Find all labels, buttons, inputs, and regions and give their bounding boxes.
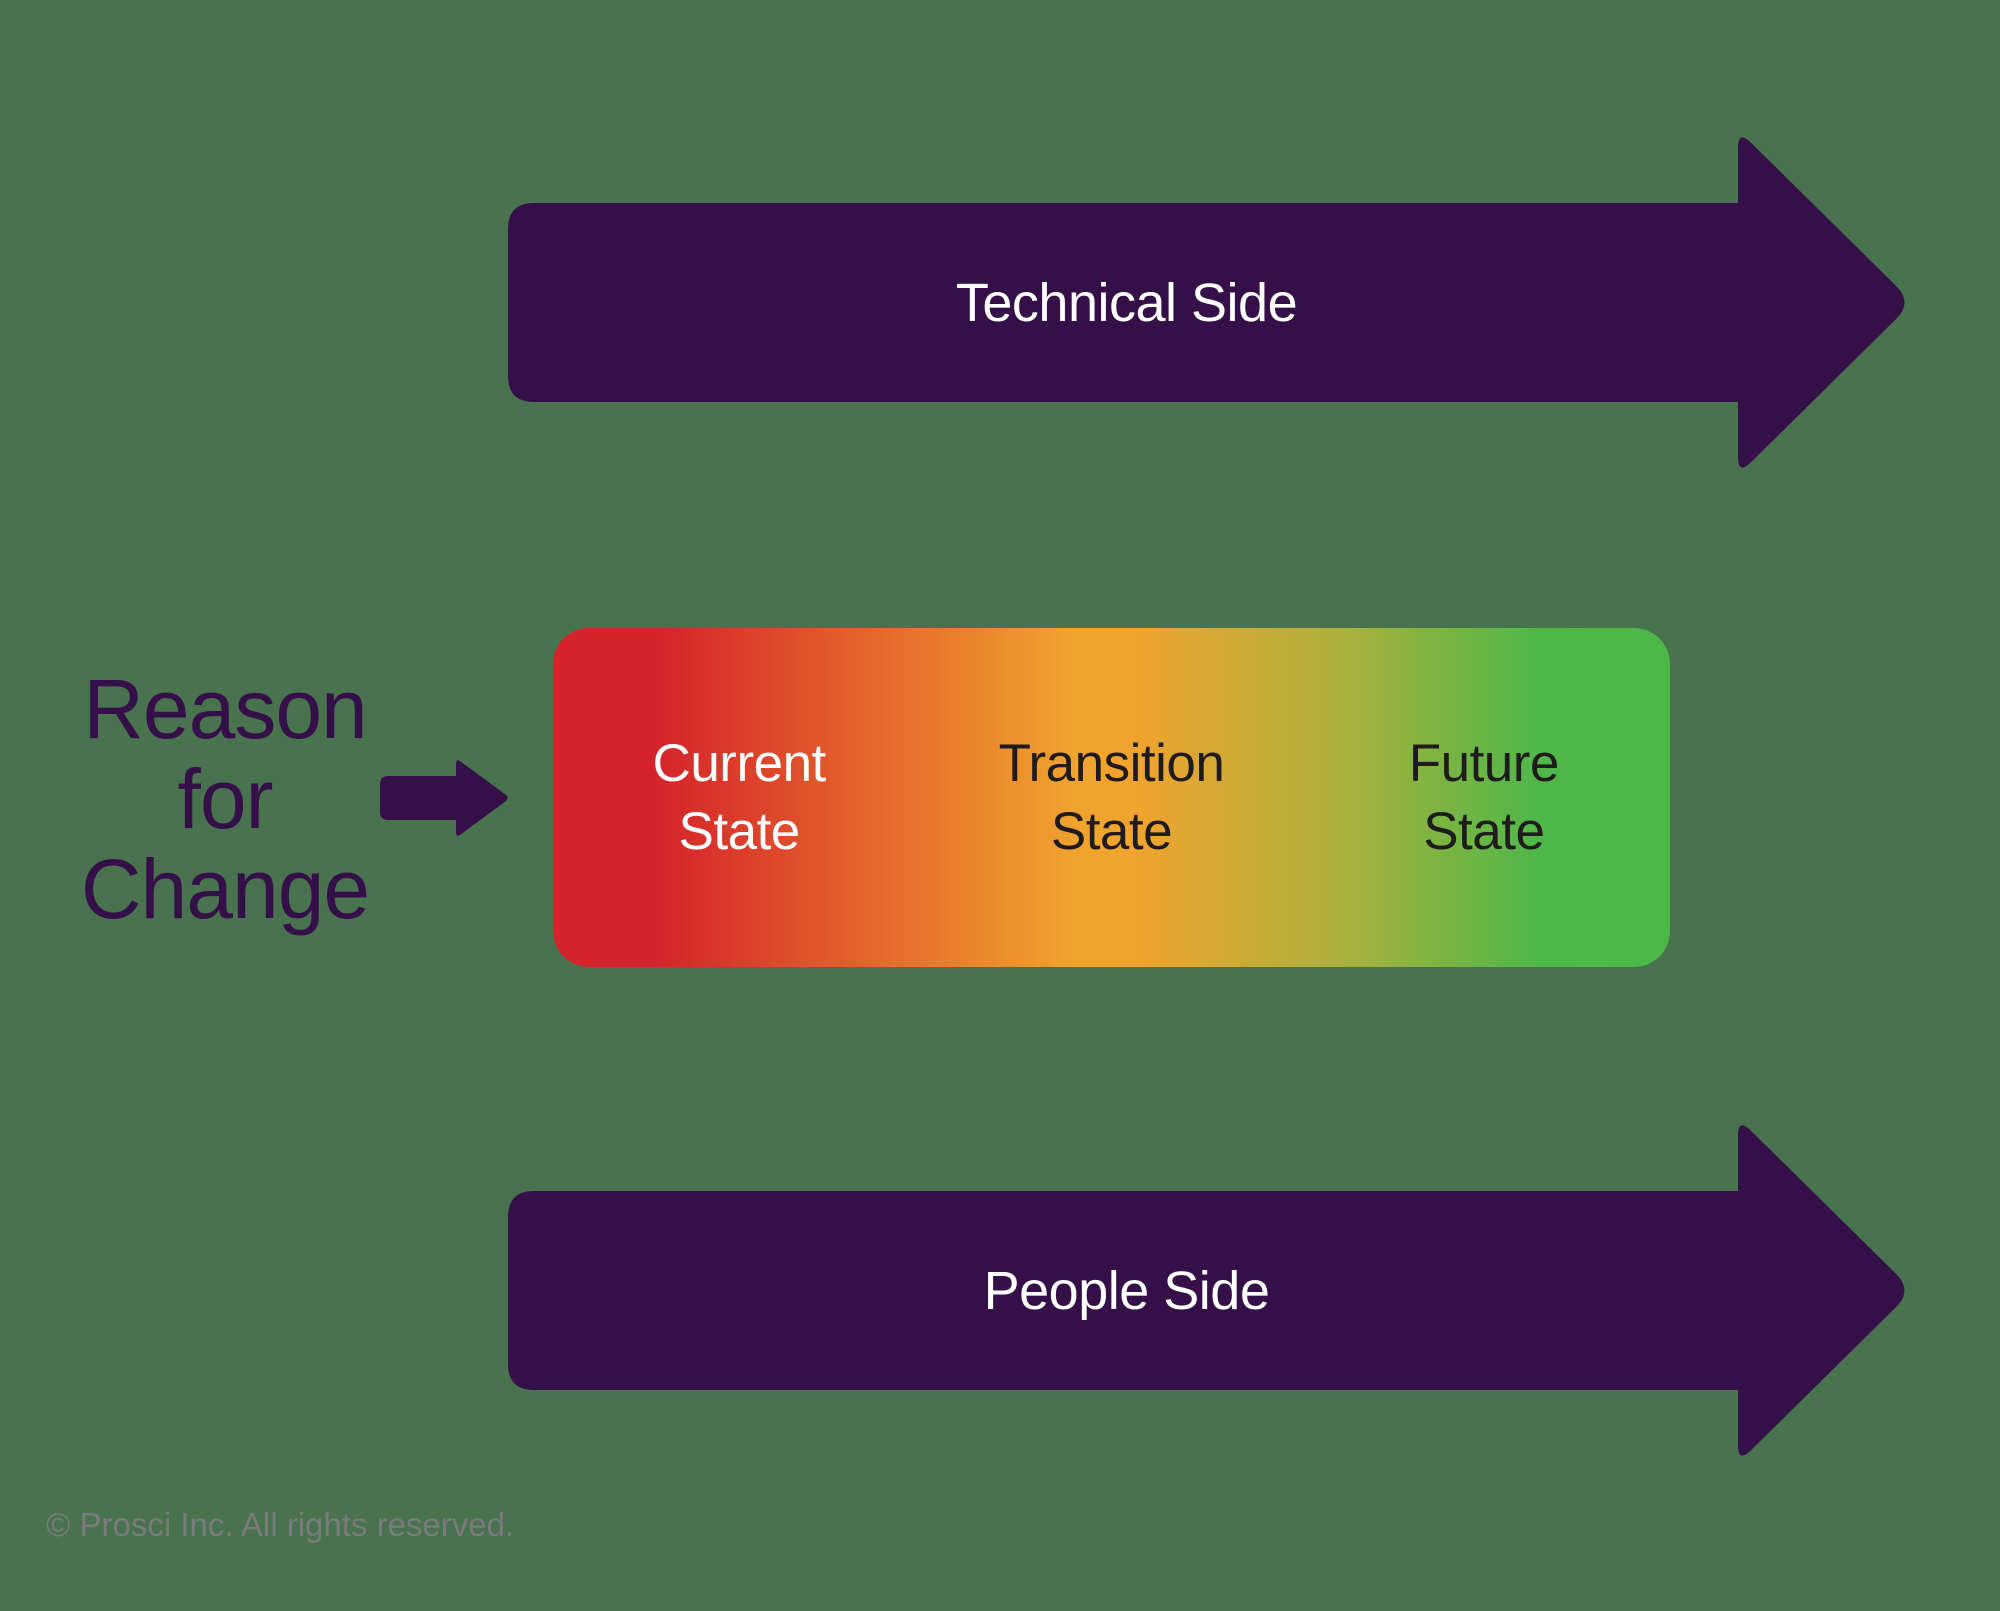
state-gradient-bar: Current State Transition State Future St… [553, 628, 1670, 967]
reason-arrow-icon [380, 760, 508, 836]
reason-for-change-label: Reason for Change [30, 664, 420, 934]
current-state-line2: State [678, 801, 801, 861]
transition-state-line2: State [1050, 801, 1173, 861]
current-state-line1: Current [652, 733, 827, 793]
transition-state-line1: Transition [998, 733, 1225, 793]
future-state-line2: State [1423, 801, 1545, 861]
technical-side-label: Technical Side [955, 272, 1298, 333]
reason-line: Reason [83, 662, 368, 756]
current-state-label: Current State [553, 730, 925, 866]
reason-line: for [177, 752, 273, 846]
copyright-text: © Prosci Inc. All rights reserved. [46, 1506, 515, 1543]
people-side-label: People Side [983, 1261, 1270, 1321]
technical-side-arrow-icon [508, 137, 1905, 468]
transition-state-label: Transition State [925, 730, 1297, 866]
people-side-arrow-icon [508, 1125, 1905, 1456]
future-state-line1: Future [1408, 733, 1560, 793]
future-state-label: Future State [1298, 730, 1670, 866]
reason-line: Change [80, 842, 370, 936]
